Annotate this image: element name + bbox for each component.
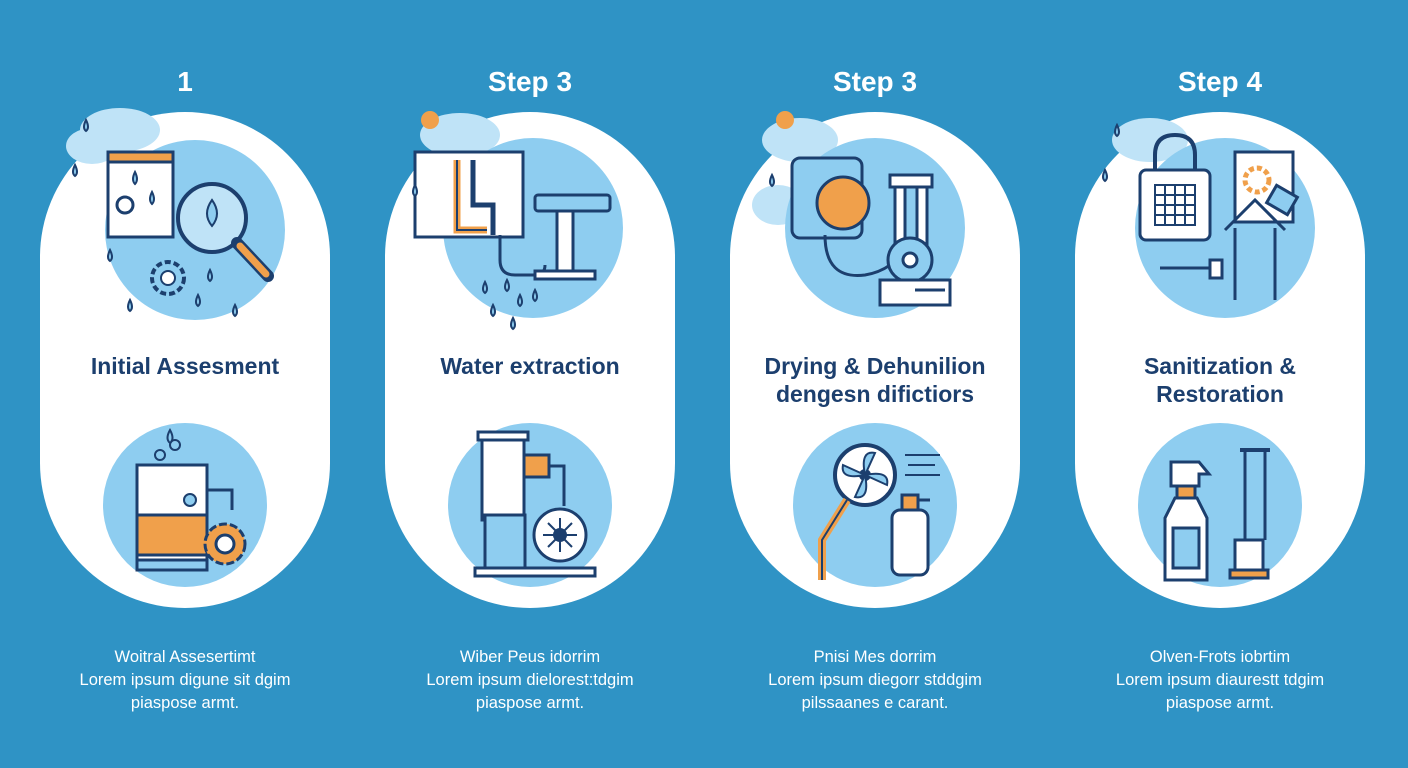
description-line: Lorem ipsum dielorest:tdgim [426, 671, 634, 689]
description-line: Wiber Peus idorrim [459, 648, 601, 666]
description-line: Lorem ipsum diaurestt tdgim [1115, 671, 1325, 689]
description-line: piaspose armt. [1165, 694, 1275, 712]
description-line: Pnisi Mes dorrim [813, 648, 937, 666]
description-line: Lorem ipsum diegorr stddgim [768, 671, 982, 689]
step-title: Drying & Dehunilion dengesn difictiors [764, 353, 986, 407]
step-label: 1 [177, 66, 193, 97]
assessment-inspection-icon [66, 108, 285, 320]
extraction-pump-icon [448, 423, 612, 587]
description-line: piaspose armt. [130, 694, 240, 712]
lock-keypad-icon [1102, 118, 1315, 318]
description-line: Lorem ipsum digune sit dgim [79, 671, 291, 689]
fan-sprayer-icon [793, 423, 957, 587]
step-column-4: Step 4 Sanitization & Restoration [1075, 0, 1365, 768]
step-column-1: 1 Initial Assesment [40, 0, 330, 768]
step-description: Olven-Frots iobrtim Lorem ipsum diaurest… [1075, 646, 1365, 715]
description-line: Woitral Assesertimt [114, 648, 256, 666]
description-line: Olven-Frots iobrtim [1149, 648, 1291, 666]
spray-bottle-icon [1138, 423, 1302, 587]
step-label: Step 3 [487, 66, 573, 97]
description-line: piaspose armt. [475, 694, 585, 712]
step-title: Sanitization & Restoration [1143, 353, 1297, 407]
step-title: Initial Assesment [90, 353, 280, 379]
pipes-faucet-icon [412, 111, 623, 331]
step-label: Step 3 [832, 66, 918, 97]
step-description: Pnisi Mes dorrim Lorem ipsum diegorr std… [730, 646, 1020, 715]
step-column-2: Step 3 Water extraction [385, 0, 675, 768]
dehumidifier-machine-icon [752, 111, 965, 318]
description-line: pilssaanes e carant. [801, 694, 949, 712]
step-label: Step 4 [1177, 66, 1263, 97]
step-column-3: Step 3 Drying & Dehunilion dengesn dific… [730, 0, 1020, 768]
step-description: Wiber Peus idorrim Lorem ipsum dielorest… [385, 646, 675, 715]
water-tank-gear-icon [103, 423, 267, 587]
step-description: Woitral Assesertimt Lorem ipsum digune s… [40, 646, 330, 715]
step-title: Water extraction [440, 353, 620, 379]
